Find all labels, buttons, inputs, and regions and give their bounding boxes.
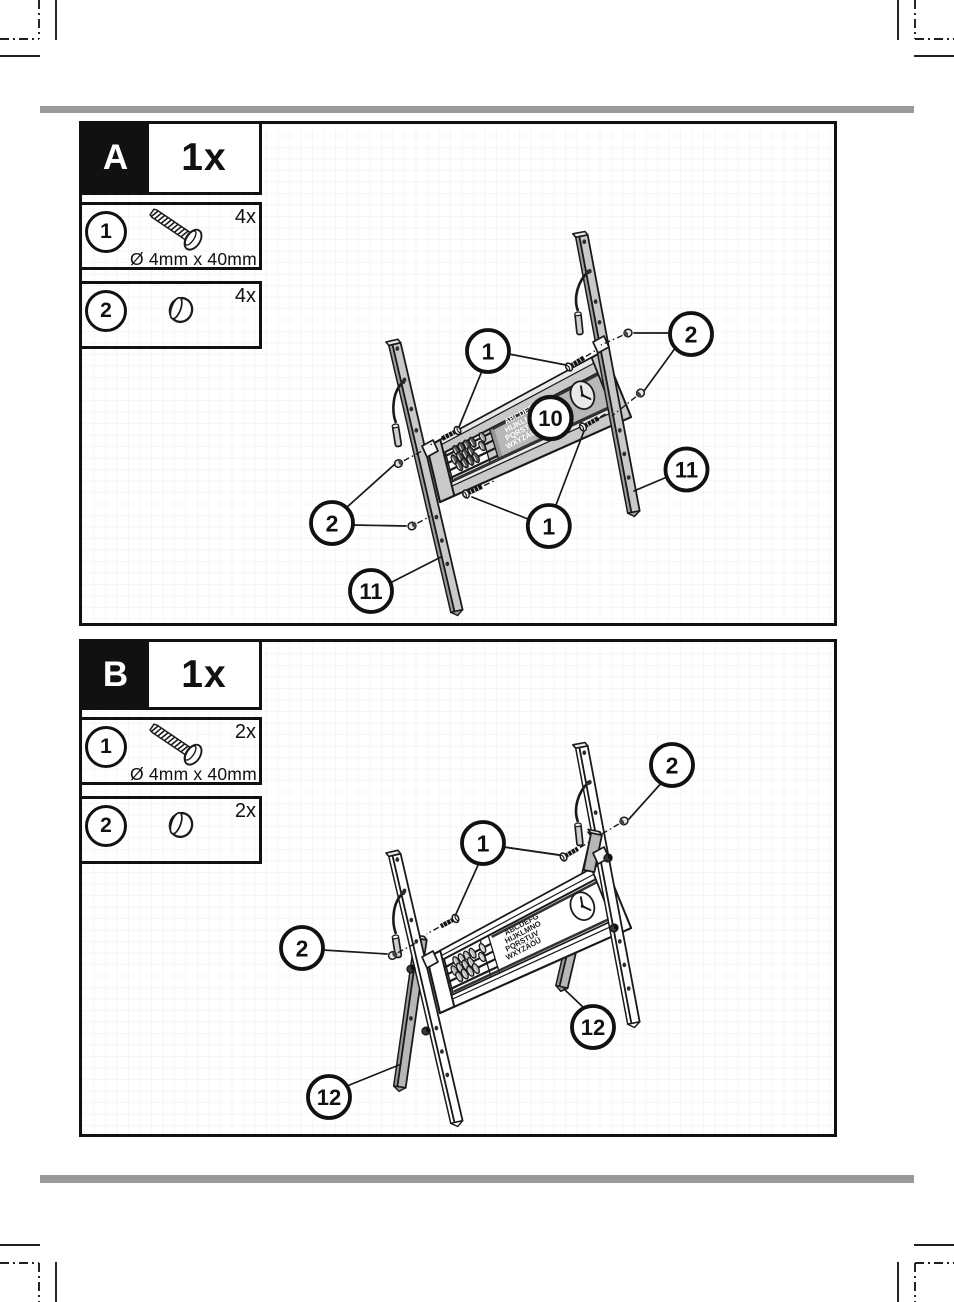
svg-text:2: 2 xyxy=(296,935,309,961)
svg-text:11: 11 xyxy=(359,579,382,604)
svg-text:12: 12 xyxy=(581,1015,605,1040)
svg-text:1: 1 xyxy=(482,338,495,364)
svg-text:10: 10 xyxy=(538,406,562,431)
svg-text:2: 2 xyxy=(666,752,679,778)
svg-text:11: 11 xyxy=(675,457,698,482)
svg-text:1: 1 xyxy=(542,513,555,539)
svg-text:2: 2 xyxy=(685,321,698,347)
svg-text:12: 12 xyxy=(317,1085,341,1110)
svg-text:2: 2 xyxy=(326,510,339,536)
svg-text:1: 1 xyxy=(477,830,490,856)
